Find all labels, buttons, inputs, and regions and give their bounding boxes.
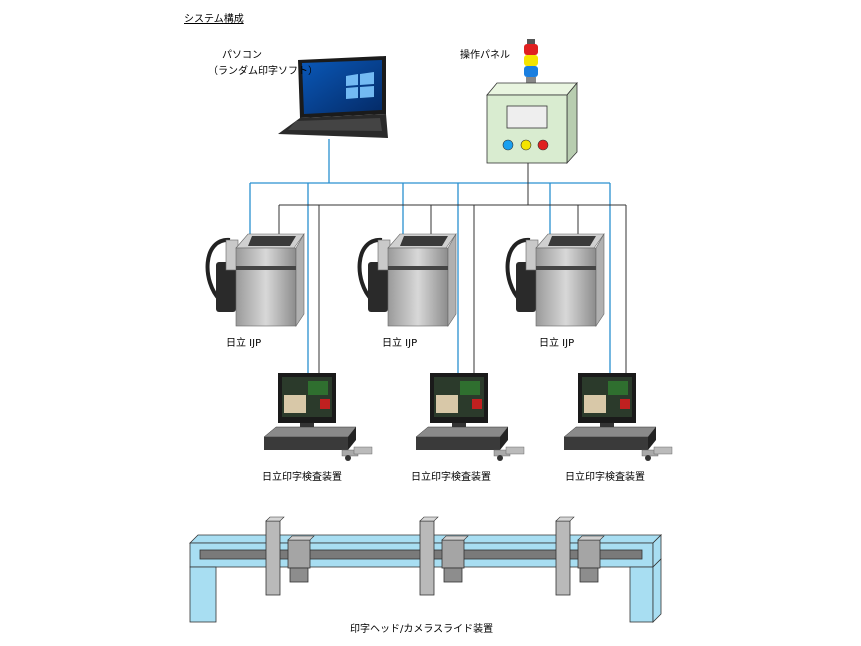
inspection-device-icon [263,373,373,461]
laptop-icon [278,56,388,138]
inspection-device-icon [415,373,525,461]
inspection-devices [263,373,673,461]
operation-panel-label: 操作パネル [460,50,510,61]
ijp-label-1: 日立 IJP [226,338,262,349]
panel-button-red [537,139,549,151]
ijp-printer-icon [205,232,305,327]
ijp-label-2: 日立 IJP [382,338,418,349]
ijp-printers [205,232,605,327]
ijp-printer-icon [505,232,605,327]
ijp-printer-icon [357,232,457,327]
network-lines [249,139,611,382]
signal-lamp-blue [524,66,538,77]
inspection-label-2: 日立印字検査装置 [411,472,491,483]
signal-lamp-yellow [524,55,538,66]
inspection-label-1: 日立印字検査装置 [262,472,342,483]
print-head-camera-icon [265,516,315,596]
panel-button-yellow [520,139,532,151]
control-lines [278,163,627,378]
pc-label: パソコン [222,50,262,61]
pc-sublabel: （ランダム印字ソフト） [208,66,318,77]
inspection-label-3: 日立印字検査装置 [565,472,645,483]
print-head-camera-icon [419,516,469,596]
operation-panel-icon [486,39,578,165]
ijp-label-3: 日立 IJP [539,338,575,349]
inspection-device-icon [563,373,673,461]
diagram-title: システム構成 [184,14,244,25]
print-head-camera-icon [555,516,605,596]
panel-button-blue [502,139,514,151]
print-heads-cameras [265,516,605,596]
rail-label: 印字ヘッド/カメラスライド装置 [350,624,494,635]
signal-lamp-red [524,44,538,55]
